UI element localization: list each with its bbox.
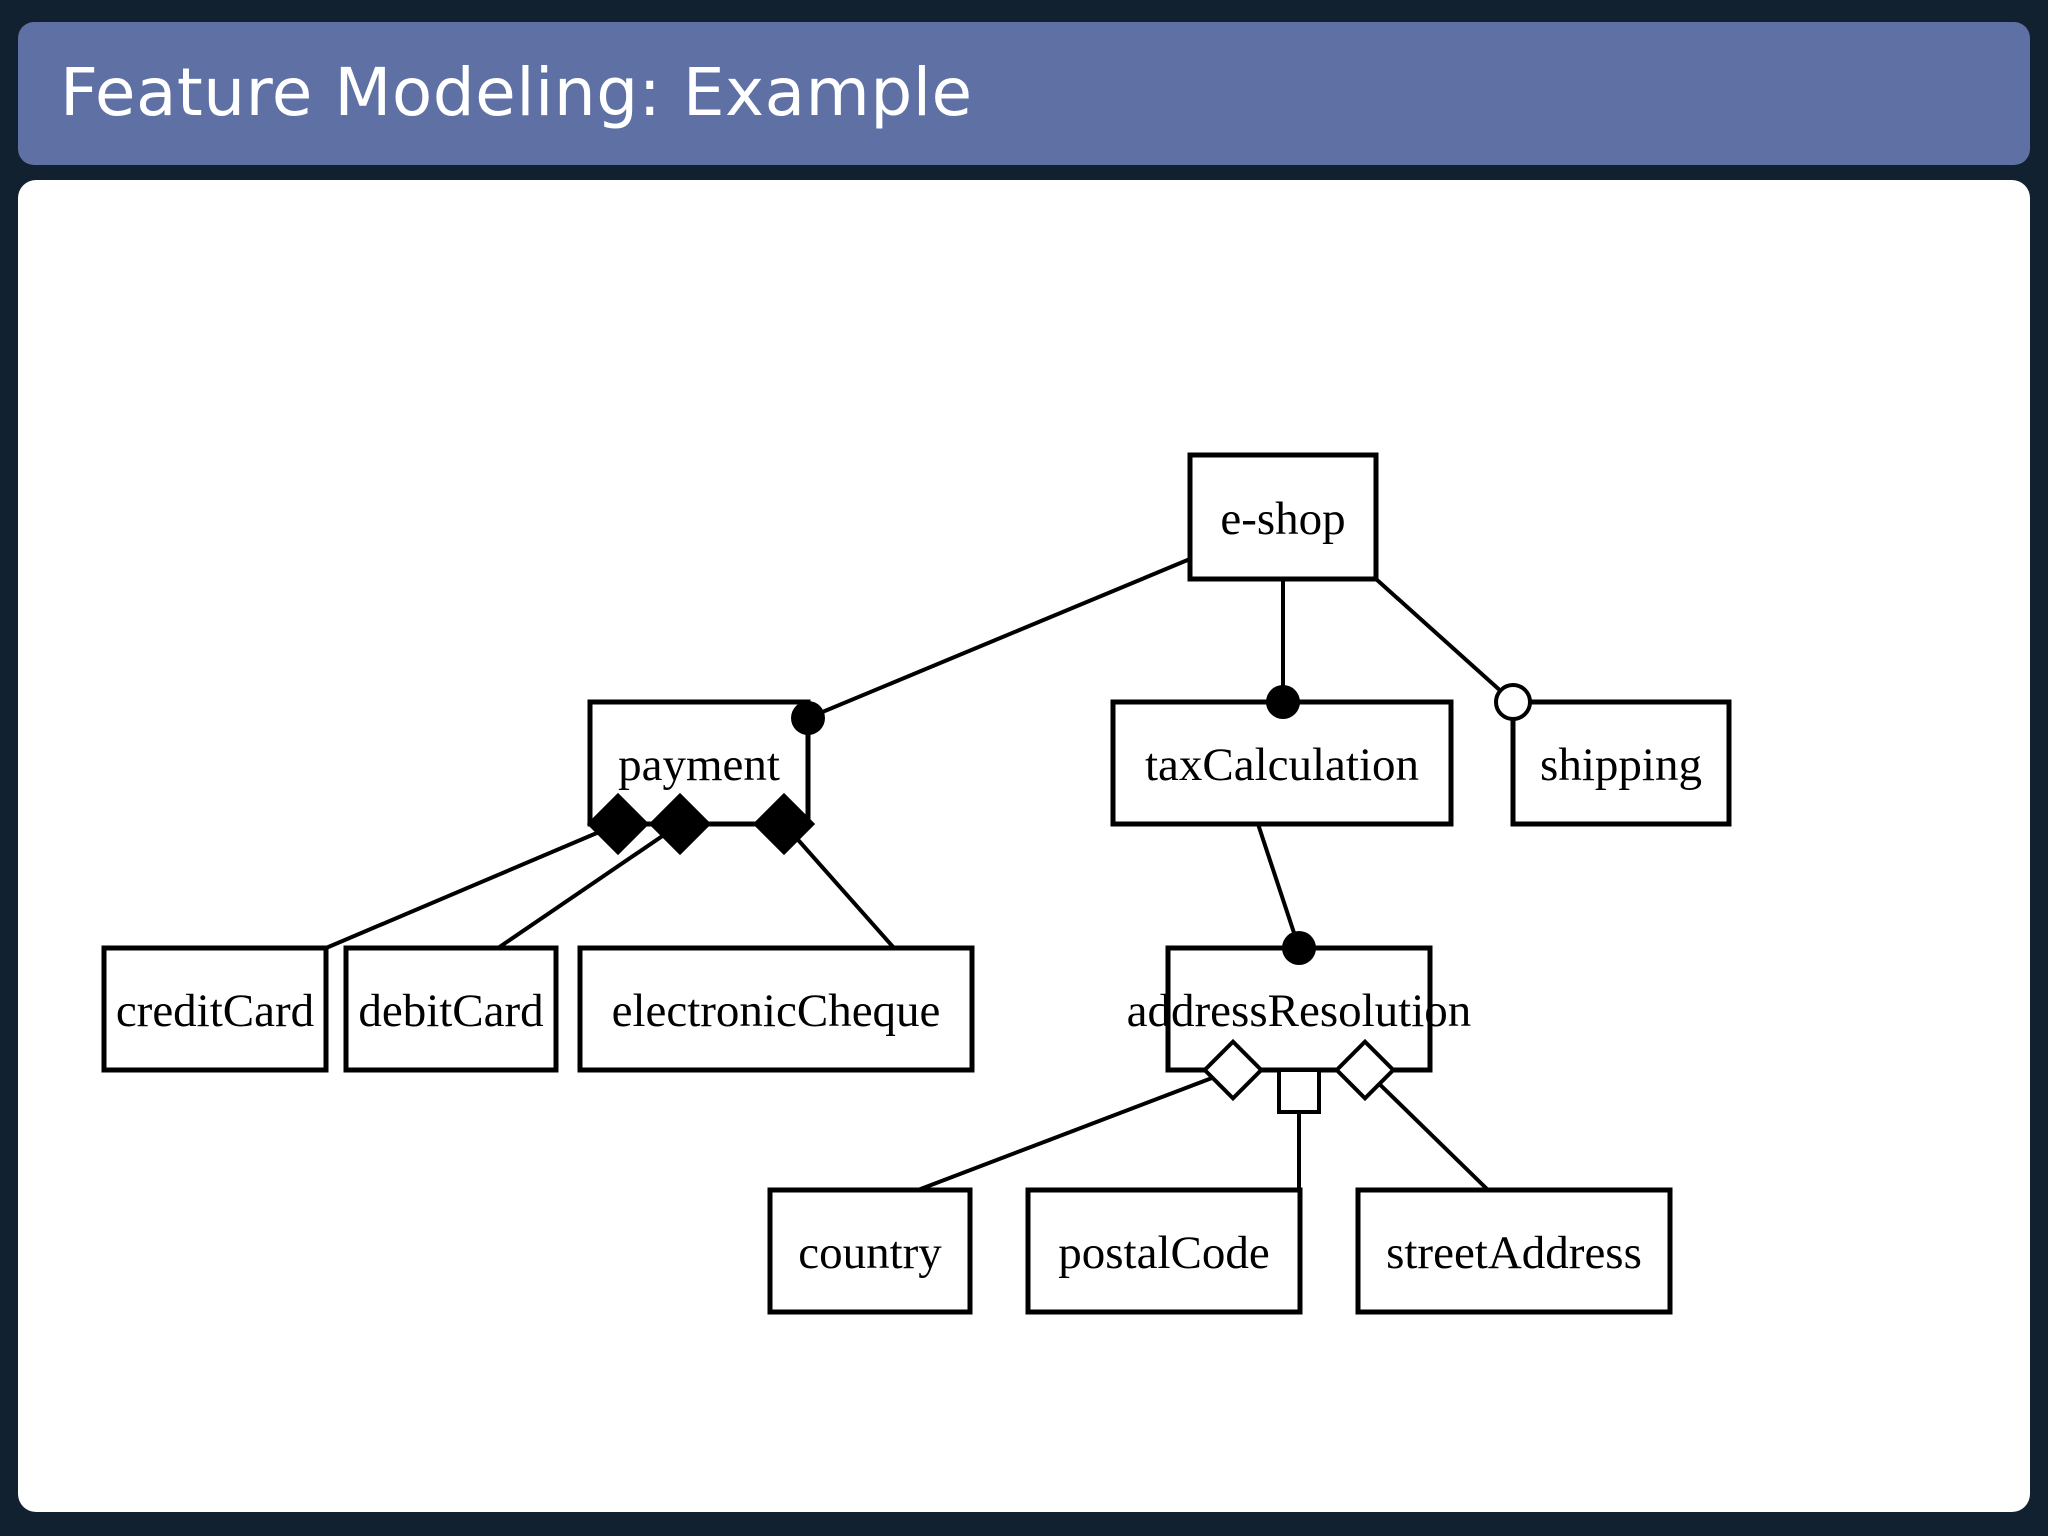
optional-hollow-circle-icon [1494, 683, 1532, 721]
feature-node-creditCard[interactable]: creditCard [101, 945, 329, 1073]
mandatory-filled-circle-icon [791, 701, 825, 735]
feature-node-box [767, 1187, 973, 1315]
or-group-filled-diamond-icon [752, 792, 816, 856]
feature-node-box [343, 945, 559, 1073]
edge-addressResolution-to-streetAddress [1363, 1068, 1490, 1192]
edge-payment-to-creditCard [325, 822, 619, 950]
feature-node-label: e-shop [1220, 493, 1345, 545]
feature-node-box [1187, 452, 1379, 582]
edge-payment-to-electronicCheque [782, 822, 896, 950]
feature-node-box [1165, 945, 1433, 1073]
feature-node-label: electronicCheque [612, 985, 941, 1037]
mandatory-filled-circle-icon [1282, 931, 1316, 965]
feature-node-box [577, 945, 975, 1073]
edge-payment-to-debitCard [496, 822, 682, 950]
xor-group-hollow-square-icon [1277, 1068, 1321, 1114]
slide-title-bar: Feature Modeling: Example [18, 22, 2030, 165]
node-layer: e-shop payment taxCalculation shipping credi… [101, 452, 1732, 1315]
feature-node-label: creditCard [116, 985, 314, 1037]
or-group-filled-diamond-icon [586, 792, 650, 856]
feature-node-label: payment [618, 739, 780, 791]
feature-node-label: debitCard [358, 985, 543, 1037]
feature-node-streetAddress[interactable]: streetAddress [1355, 1187, 1673, 1315]
edge-addressResolution-to-country [917, 1068, 1234, 1192]
feature-node-taxCalculation[interactable]: taxCalculation [1110, 699, 1454, 827]
feature-node-label: taxCalculation [1145, 739, 1419, 791]
feature-node-box [587, 699, 811, 827]
feature-node-shipping[interactable]: shipping [1510, 699, 1732, 827]
feature-model-diagram: e-shop payment taxCalculation shipping credi… [101, 452, 1732, 1315]
feature-node-payment[interactable]: payment [587, 699, 811, 827]
decorator-layer [586, 683, 1532, 1114]
edge-layer [325, 557, 1515, 1192]
feature-node-label: addressResolution [1127, 985, 1472, 1037]
feature-node-label: postalCode [1058, 1227, 1269, 1279]
or-group-filled-diamond-icon [648, 792, 712, 856]
feature-node-addressResolution[interactable]: addressResolution [1127, 945, 1472, 1073]
feature-node-box [1025, 1187, 1303, 1315]
feature-node-label: shipping [1540, 739, 1702, 791]
feature-node-box [1510, 699, 1732, 827]
feature-node-debitCard[interactable]: debitCard [343, 945, 559, 1073]
feature-node-label: country [798, 1227, 942, 1279]
mandatory-filled-circle-icon [1266, 685, 1300, 719]
edge-e-shop-to-payment [807, 557, 1191, 720]
feature-node-country[interactable]: country [767, 1187, 973, 1315]
feature-node-postalCode[interactable]: postalCode [1025, 1187, 1303, 1315]
slide-title: Feature Modeling: Example [60, 53, 973, 131]
edge-e-shop-to-shipping [1374, 577, 1515, 704]
feature-node-label: streetAddress [1386, 1227, 1642, 1279]
feature-node-box [101, 945, 329, 1073]
xor-group-hollow-diamond-icon [1333, 1038, 1397, 1102]
edge-taxCalculation-to-addressResolution [1256, 823, 1301, 949]
feature-node-electronicCheque[interactable]: electronicCheque [577, 945, 975, 1073]
slide-content-panel: e-shop payment taxCalculation shipping credi… [18, 180, 2030, 1512]
feature-node-box [1355, 1187, 1673, 1315]
xor-group-hollow-diamond-icon [1201, 1038, 1265, 1102]
feature-node-e-shop[interactable]: e-shop [1187, 452, 1379, 582]
